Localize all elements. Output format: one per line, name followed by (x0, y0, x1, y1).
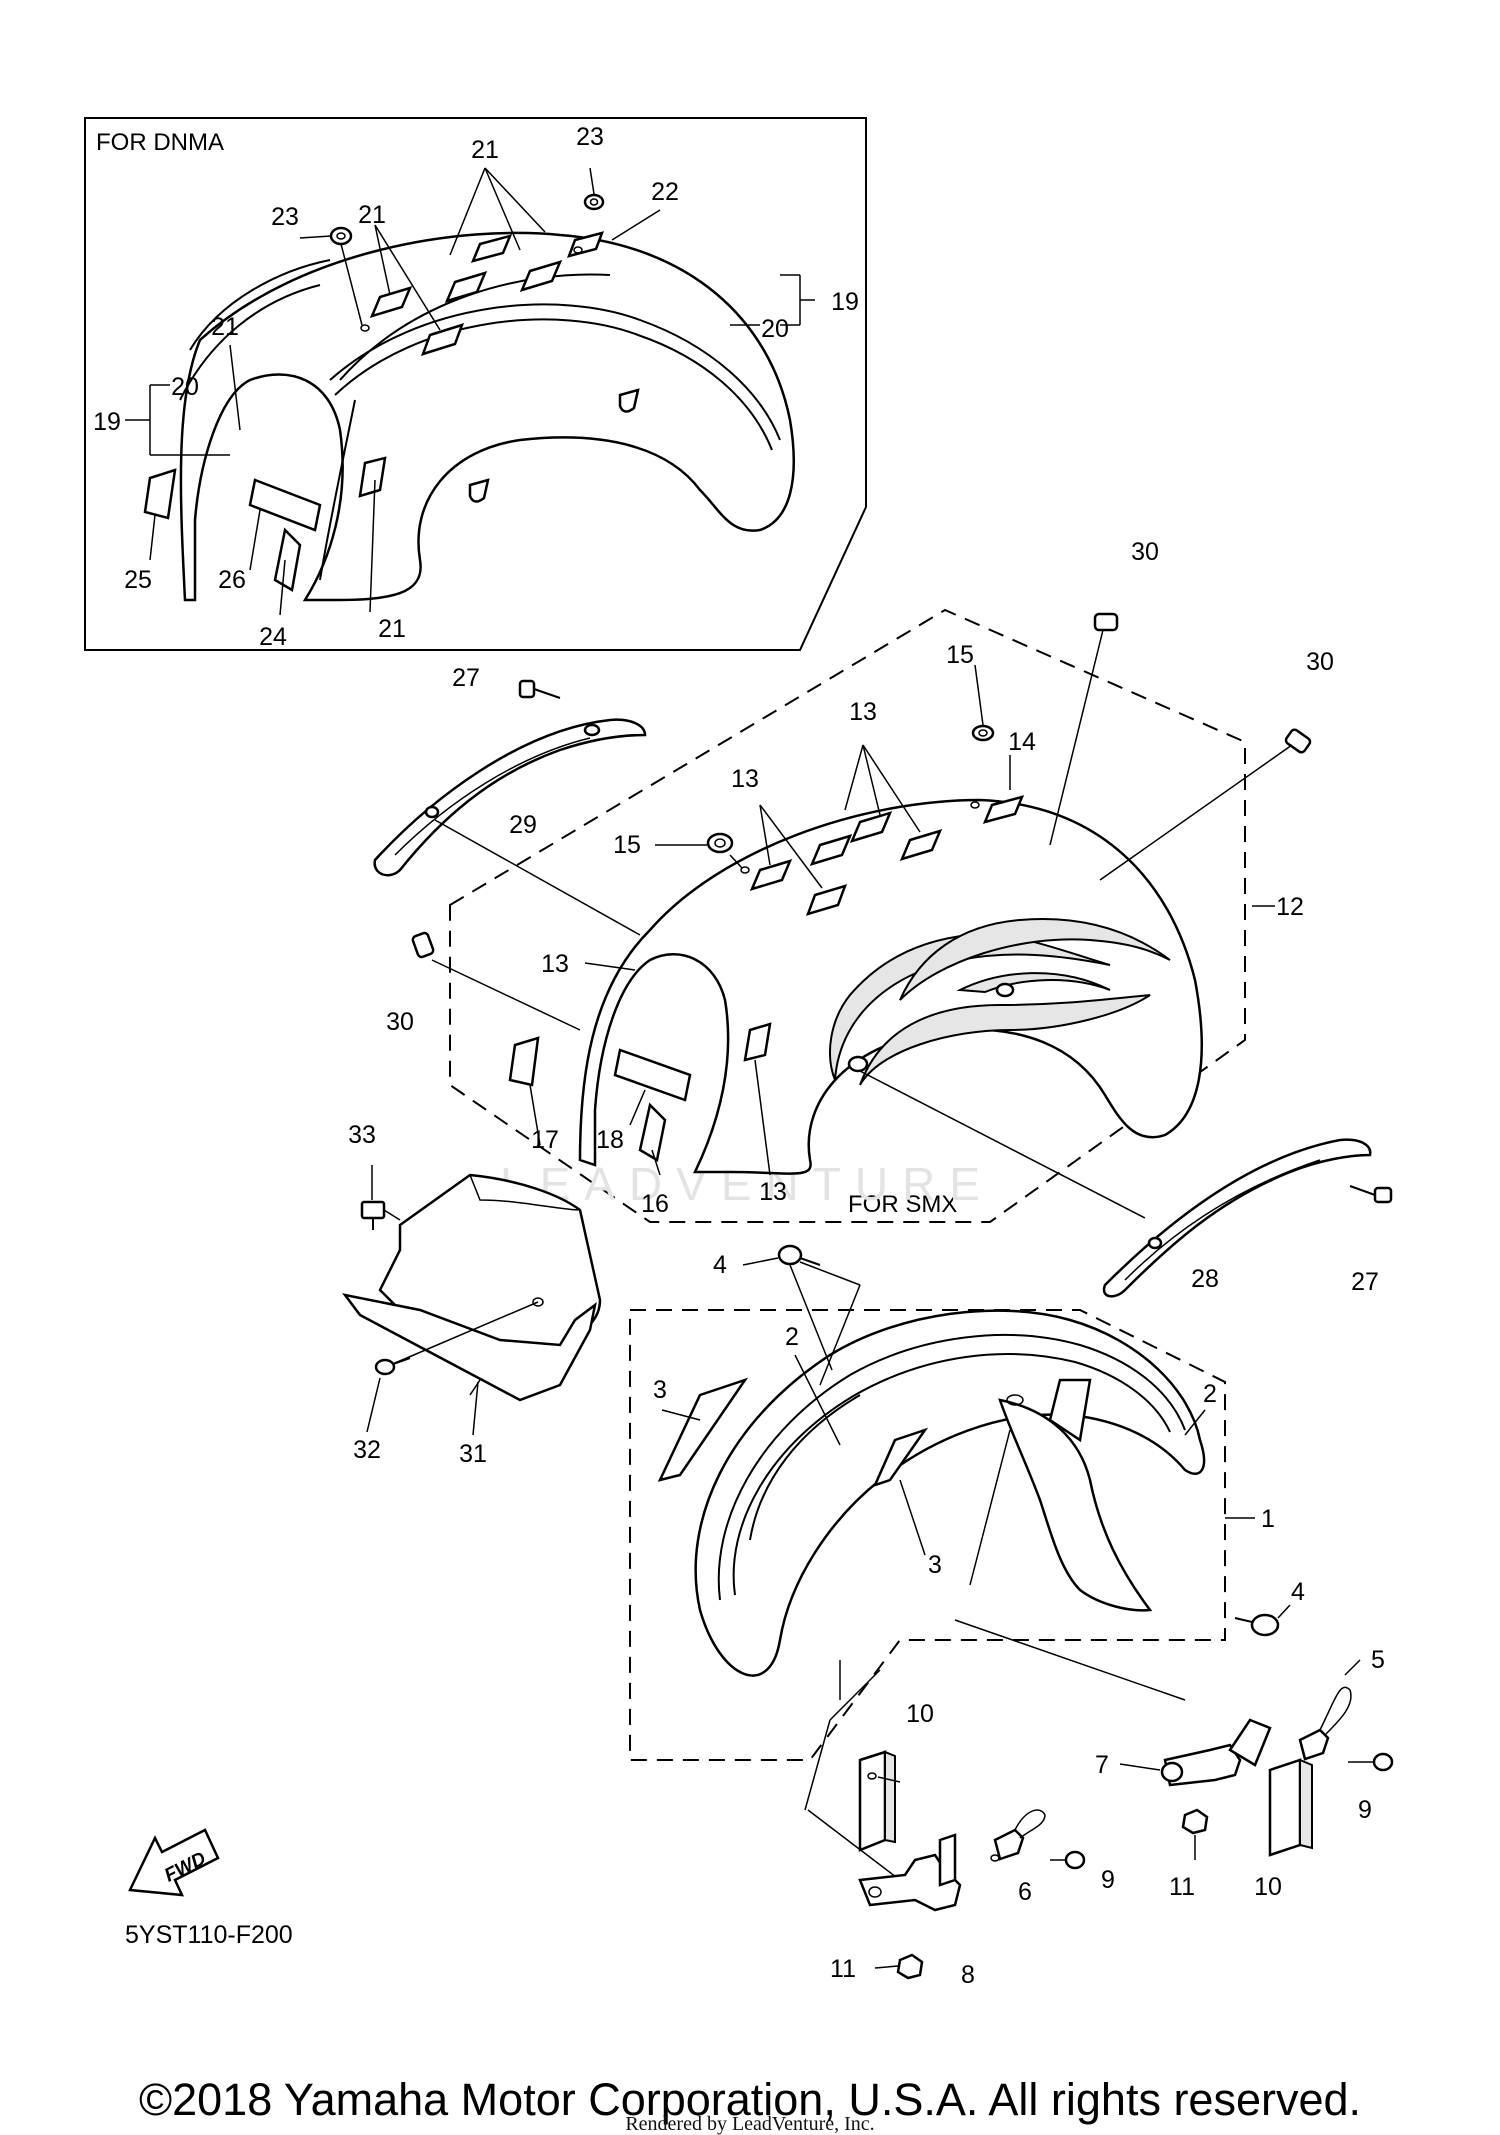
screw-9-left (1050, 1850, 1086, 1870)
dnma-inset: FOR DNMA (84, 117, 867, 651)
copyright: ©2018 Yamaha Motor Corporation, U.S.A. A… (139, 2074, 1361, 2125)
callout: 13 (849, 698, 877, 726)
bolt-4-lower (1234, 1613, 1280, 1637)
callout: 20 (171, 373, 199, 401)
callout: 21 (471, 136, 499, 164)
callout: 29 (509, 811, 537, 839)
callout: 18 (596, 1126, 624, 1154)
callout: 30 (1306, 648, 1334, 676)
nut-11-left (874, 1953, 924, 1980)
reflector-10-right (1268, 1758, 1313, 1857)
callout: 2 (1203, 1380, 1217, 1408)
front-section: 4 2 3 2 1 3 32 31 4 5 10 7 9 11 10 6 9 1… (353, 1244, 1394, 1989)
smx-section: FOR SMX LEADVENTURE (348, 538, 1393, 1298)
callout: 10 (1254, 1873, 1282, 1901)
dnma-callouts: 21 23 23 21 22 19 20 21 20 19 25 26 24 2… (93, 123, 859, 651)
callout: 26 (218, 566, 246, 594)
bolt-27-upper (518, 679, 561, 699)
callout: 3 (928, 1551, 942, 1579)
front-leaders (661, 1257, 1291, 1881)
side-rail-29 (373, 679, 647, 877)
callout: 15 (946, 641, 974, 669)
bracket-7 (1119, 1718, 1272, 1787)
dnma-rear-fender (143, 193, 795, 602)
callout: 3 (653, 1376, 667, 1404)
callout: 1 (1261, 1505, 1275, 1533)
callout: 9 (1101, 1866, 1115, 1894)
callout: 22 (651, 178, 679, 206)
callout: 31 (459, 1440, 487, 1468)
callout: 21 (378, 615, 406, 643)
callout: 16 (641, 1190, 669, 1218)
callout: 15 (613, 831, 641, 859)
front-callouts: 4 2 3 2 1 3 32 31 4 5 10 7 9 11 10 6 9 1… (353, 1251, 1385, 1989)
callout: 19 (831, 288, 859, 316)
inset-title: FOR DNMA (96, 129, 224, 156)
dnma-leaders (125, 167, 815, 616)
callout: 25 (124, 566, 152, 594)
callout: 4 (1291, 1578, 1305, 1606)
callout: 24 (259, 623, 287, 651)
callout: 17 (531, 1126, 559, 1154)
callout: 28 (1191, 1265, 1219, 1293)
clip-6 (990, 1809, 1046, 1862)
diagram-code: 5YST110-F200 (125, 1921, 293, 1949)
callout: 21 (358, 201, 386, 229)
callout: 8 (961, 1961, 975, 1989)
front-fender (657, 1244, 1280, 1677)
callout: 30 (1131, 538, 1159, 566)
callout: 21 (211, 313, 239, 341)
callout: 5 (1371, 1646, 1385, 1674)
callout: 12 (1276, 893, 1304, 921)
callout: 13 (731, 765, 759, 793)
bolt-4-upper (777, 1244, 821, 1266)
callout: 23 (576, 123, 604, 151)
callout: 19 (93, 408, 121, 436)
reflector-10-left (858, 1750, 901, 1852)
bracket-8 (858, 1833, 962, 1912)
clip-33 (360, 1200, 401, 1230)
smx-callouts: 30 27 15 30 13 14 13 29 15 12 13 30 17 1… (348, 538, 1379, 1296)
smx-title: FOR SMX (848, 1191, 957, 1218)
callout: 13 (541, 950, 569, 978)
callout: 9 (1358, 1796, 1372, 1824)
smx-leaders (431, 629, 1293, 1219)
callout: 10 (906, 1700, 934, 1728)
screw-32 (374, 1357, 411, 1376)
callout: 11 (1169, 1873, 1195, 1901)
callout: 20 (761, 315, 789, 343)
callout: 33 (348, 1121, 376, 1149)
callout: 32 (353, 1436, 381, 1464)
callout: 11 (830, 1955, 856, 1983)
callout: 27 (452, 664, 480, 692)
callout: 6 (1018, 1878, 1032, 1906)
callout: 30 (386, 1008, 414, 1036)
callout: 13 (759, 1178, 787, 1206)
side-rail-28 (1102, 1138, 1393, 1298)
callout: 2 (785, 1323, 799, 1351)
callout: 14 (1008, 728, 1036, 756)
rendered-by: Rendered by LeadVenture, Inc. (625, 2113, 874, 2135)
cover-31: 33 (342, 1165, 602, 1402)
bolt-27-lower (1349, 1185, 1393, 1204)
callout: 4 (713, 1251, 727, 1279)
clip-5 (1298, 1659, 1361, 1761)
callout: 23 (271, 203, 299, 231)
smx-rear-fender (411, 612, 1312, 1175)
screw-9-right (1348, 1752, 1394, 1772)
callout: 27 (1351, 1268, 1379, 1296)
nut-11-right (1181, 1808, 1209, 1860)
callout: 7 (1095, 1751, 1109, 1779)
fwd-arrow-icon: FWD (128, 1828, 220, 1897)
